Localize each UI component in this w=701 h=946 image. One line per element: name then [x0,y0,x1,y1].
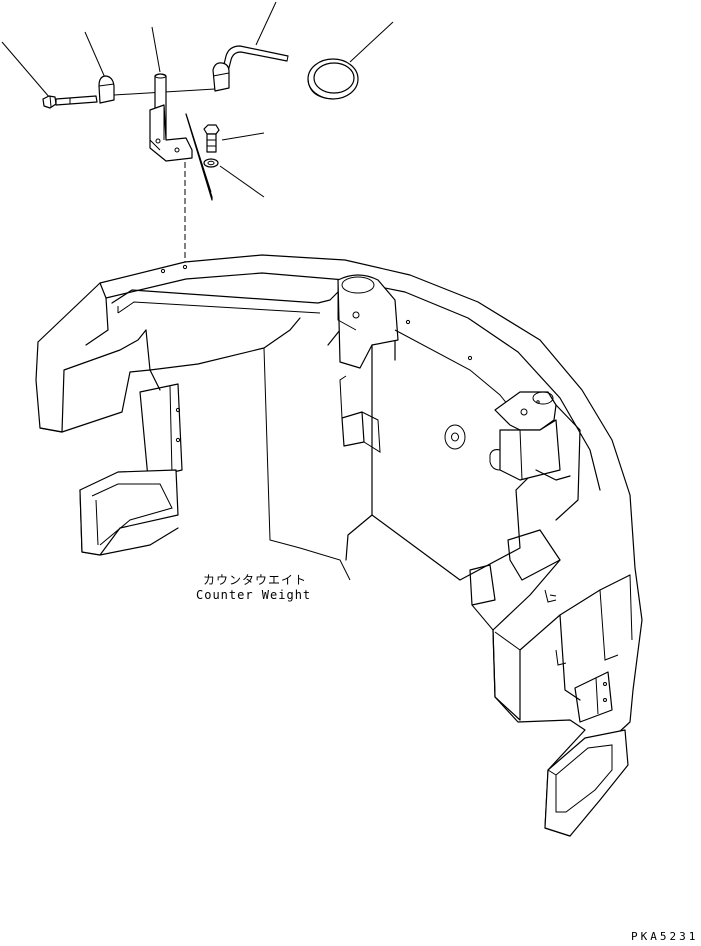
counterweight-icon [35,254,643,837]
drawing-code: PKA5231 [631,930,699,943]
ring-icon [307,58,359,100]
part-name-jp: カウンタウエイト [203,573,308,587]
bent-pipe-icon [221,45,289,80]
bolt-icon [203,124,220,153]
bolt-icon [42,95,98,109]
clamp-icon [212,62,230,92]
leader-lines [1,1,394,262]
washer-icon [203,158,219,168]
part-name-en: Counter Weight [196,588,312,602]
bracket-icon [149,104,213,201]
